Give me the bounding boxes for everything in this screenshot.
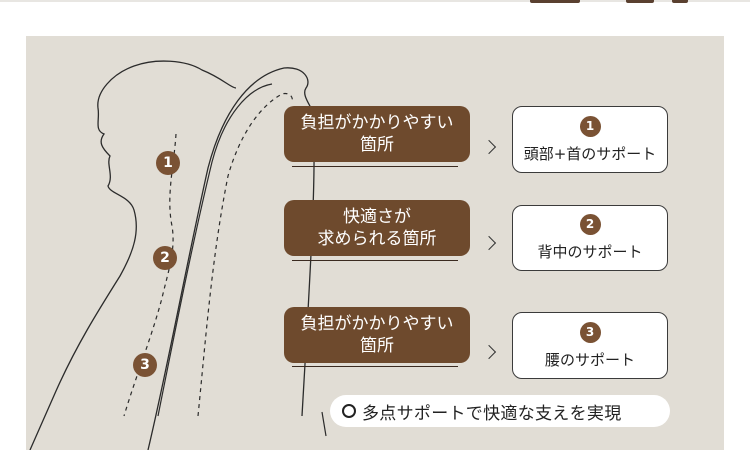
callout-1-label-line1: 負担がかかりやすい (300, 113, 454, 133)
support-1-number-badge: 1 (579, 115, 601, 137)
callout-2-label-line1: 快適さが (343, 207, 411, 227)
chair-dashed-contour (197, 92, 293, 417)
callout-1-underline (292, 166, 458, 167)
chair-outer-outline (147, 67, 315, 450)
callout-2-label-line2: 求められる箇所 (317, 229, 437, 249)
spine-point-2-badge: 2 (153, 246, 177, 270)
spine-point-1-badge: 1 (156, 151, 180, 175)
callout-3-label-line2: 箇所 (360, 336, 394, 356)
circle-icon (342, 404, 356, 418)
top-decoration (626, 0, 654, 3)
support-2-number-badge: 2 (579, 214, 601, 235)
footer-summary-text: 多点サポートで快適な支えを実現 (362, 403, 622, 424)
callout-1-label-line2: 箇所 (360, 135, 394, 155)
callout-3-label: 負担がかかりやすい 箇所 (284, 307, 470, 363)
support-box-3: 3 腰のサポート (512, 312, 668, 379)
top-decoration (672, 0, 688, 3)
callout-3-underline (292, 366, 458, 367)
info-panel: 1 2 3 負担がかかりやすい 箇所 1 頭部+首のサポート 快適さが 求められ… (26, 36, 724, 450)
callout-2-label: 快適さが 求められる箇所 (284, 200, 470, 256)
callout-3-label-line1: 負担がかかりやすい (300, 314, 454, 334)
support-2-text: 背中のサポート (537, 243, 643, 261)
top-decoration (530, 0, 580, 3)
support-1-text: 頭部+首のサポート (523, 144, 657, 163)
callout-1-label: 負担がかかりやすい 箇所 (284, 106, 470, 162)
chair-inner-line (157, 83, 273, 417)
support-box-2: 2 背中のサポート (512, 205, 668, 271)
support-3-number-badge: 3 (579, 321, 601, 343)
top-strip (0, 0, 750, 2)
support-box-1: 1 頭部+首のサポート (512, 106, 668, 173)
spine-point-3-badge: 3 (133, 353, 157, 377)
person-silhouette (29, 60, 237, 450)
chair-base-line (321, 411, 327, 437)
footer-summary-pill: 多点サポートで快適な支えを実現 (330, 395, 670, 427)
callout-2-underline (292, 260, 458, 261)
support-3-text: 腰のサポート (544, 350, 635, 369)
